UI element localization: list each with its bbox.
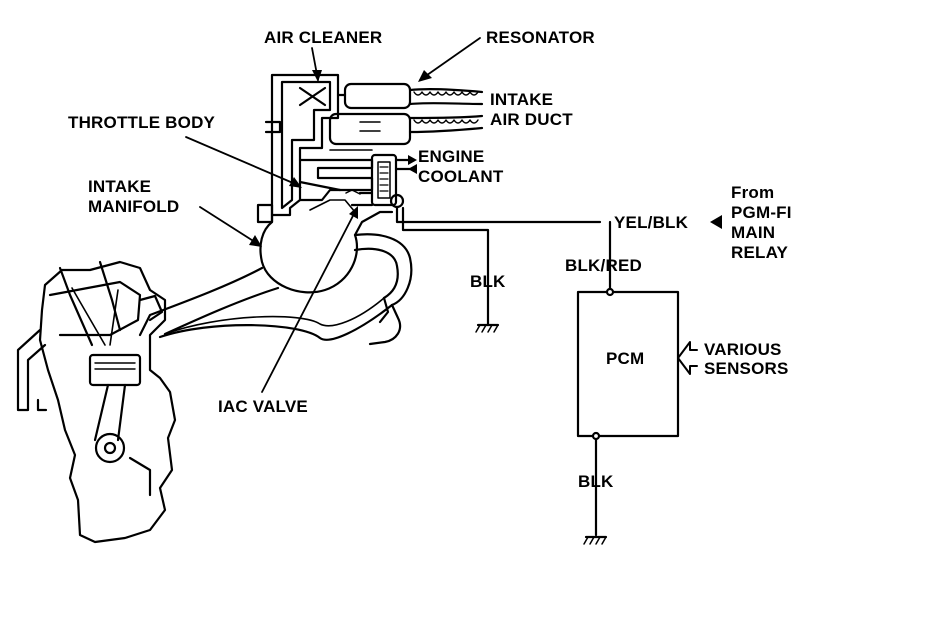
air-cleaner-assembly bbox=[266, 75, 338, 215]
wire-yel-blk-label: YEL/BLK bbox=[614, 213, 689, 232]
from-relay-label-line1: From bbox=[731, 183, 775, 202]
intake-manifold-label-line2: MANIFOLD bbox=[88, 197, 180, 216]
various-sensors-label-line1: VARIOUS bbox=[704, 340, 782, 359]
intake-air-duct bbox=[410, 89, 482, 132]
leader-lines bbox=[186, 38, 480, 392]
resonator-label: RESONATOR bbox=[486, 28, 595, 47]
wire-blk-red-label: BLK/RED bbox=[565, 256, 642, 275]
coolant-ports bbox=[396, 160, 410, 169]
coolant-arrows bbox=[408, 155, 417, 174]
pcm-box bbox=[578, 292, 678, 436]
intake-manifold-label-line1: INTAKE bbox=[88, 177, 152, 196]
resonator-body bbox=[330, 84, 410, 144]
engine-coolant-label-line1: ENGINE bbox=[418, 147, 485, 166]
various-sensors-label-line2: SENSORS bbox=[704, 359, 789, 378]
sensor-input-arrow bbox=[678, 342, 697, 374]
engine-coolant-label-line2: COOLANT bbox=[418, 167, 504, 186]
wire-blk-bottom-label: BLK bbox=[578, 472, 614, 491]
ground-symbol-bottom bbox=[584, 537, 606, 544]
relay-arrow-icon bbox=[710, 215, 722, 229]
pcm-terminal-top bbox=[607, 289, 613, 295]
wire-blk-top-label: BLK bbox=[470, 272, 506, 291]
engine-block bbox=[18, 262, 175, 542]
iac-valve-body bbox=[346, 155, 403, 207]
pcm-terminal-bottom bbox=[593, 433, 599, 439]
pcm-label: PCM bbox=[606, 349, 645, 368]
from-relay-label-line3: MAIN bbox=[731, 223, 776, 242]
air-cleaner-label: AIR CLEANER bbox=[264, 28, 383, 47]
intake-manifold bbox=[140, 200, 411, 344]
wiring bbox=[397, 208, 610, 535]
intake-air-duct-label-line1: INTAKE bbox=[490, 90, 554, 109]
throttle-body-label: THROTTLE BODY bbox=[68, 113, 216, 132]
from-relay-label-line2: PGM-FI bbox=[731, 203, 792, 222]
from-relay-label-line4: RELAY bbox=[731, 243, 789, 262]
leader-arrowheads bbox=[249, 70, 432, 247]
intake-air-duct-label-line2: AIR DUCT bbox=[490, 110, 573, 129]
iac-valve-label: IAC VALVE bbox=[218, 397, 308, 416]
ground-symbol-top bbox=[476, 325, 498, 332]
